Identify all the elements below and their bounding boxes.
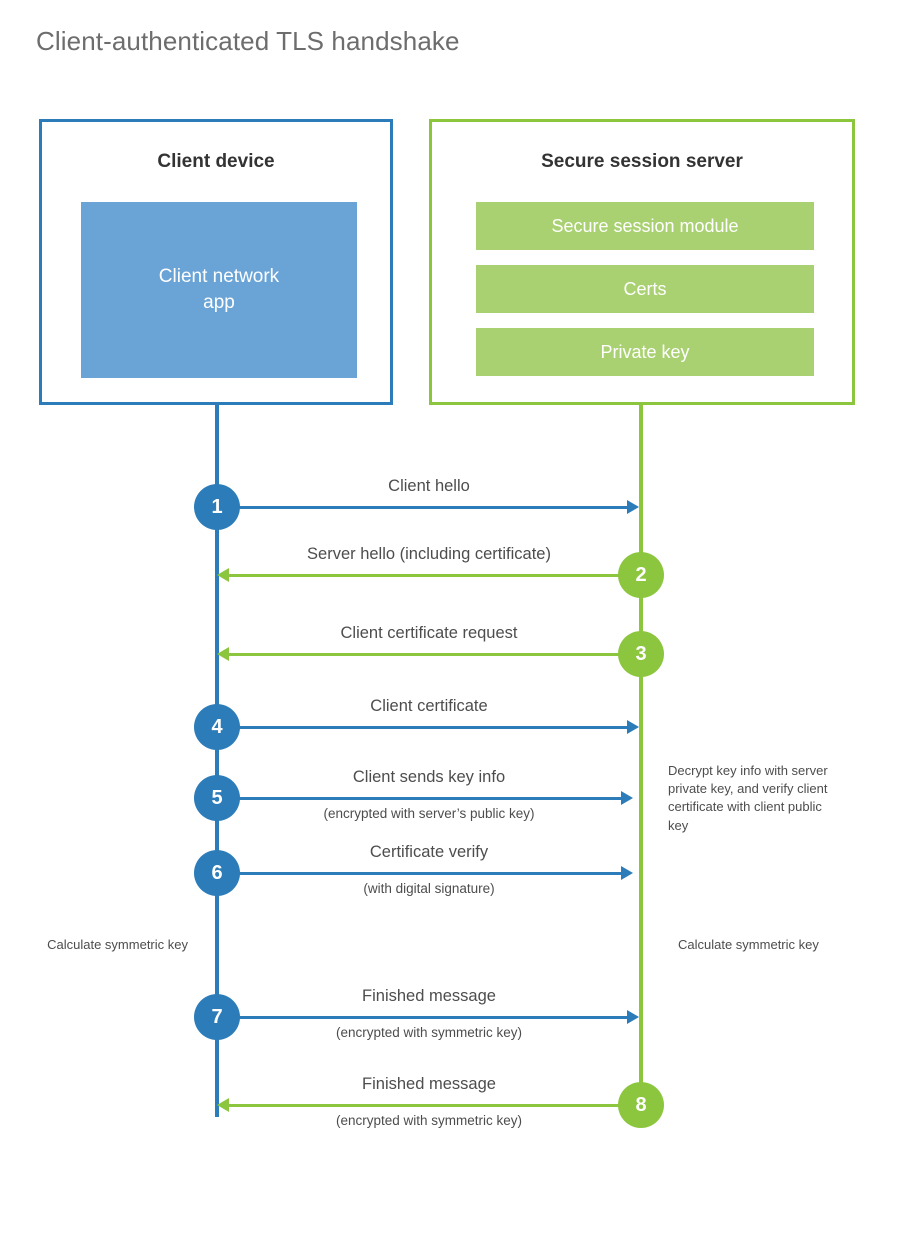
message-label-4: Client certificate bbox=[370, 697, 488, 715]
message-arrow-line-1 bbox=[217, 506, 627, 509]
note-decrypt-key-info: Decrypt key info with server private key… bbox=[668, 763, 828, 833]
step-circle-5[interactable]: 5 bbox=[194, 775, 240, 821]
arrow-head-icon-3 bbox=[217, 647, 229, 661]
client-lifeline bbox=[215, 405, 219, 1117]
client-network-app-label-line2: app bbox=[203, 292, 235, 313]
message-label-6: Certificate verify bbox=[369, 843, 489, 861]
client-network-app-label-line1: Client network bbox=[158, 266, 280, 288]
server-component-private-key: Private key bbox=[476, 328, 814, 376]
arrow-head-icon-1 bbox=[627, 500, 639, 514]
message-sublabel-7: (encrypted with symmetric key) bbox=[335, 1025, 523, 1040]
arrow-head-icon-5 bbox=[621, 791, 633, 805]
message-arrow-line-2 bbox=[229, 574, 641, 577]
client-device-box: Client device Client network app bbox=[39, 119, 393, 405]
arrow-head-icon-6 bbox=[621, 866, 633, 880]
message-arrow-line-3 bbox=[229, 653, 641, 656]
message-label-2: Server hello (including certificate) bbox=[307, 545, 551, 563]
step-circle-6[interactable]: 6 bbox=[194, 850, 240, 896]
client-device-title: Client device bbox=[157, 151, 275, 172]
message-arrow-line-7 bbox=[217, 1016, 627, 1019]
server-component-certs: Certs bbox=[476, 265, 814, 313]
message-label-8: Finished message bbox=[362, 1075, 496, 1093]
arrow-head-icon-4 bbox=[627, 720, 639, 734]
message-sublabel-5: (encrypted with server’s public key) bbox=[323, 806, 535, 821]
client-network-app-label: Client network app bbox=[159, 264, 279, 315]
step-circle-2[interactable]: 2 bbox=[618, 552, 664, 598]
message-arrow-line-4 bbox=[217, 726, 627, 729]
arrow-head-icon-2 bbox=[217, 568, 229, 582]
message-arrow-line-8 bbox=[229, 1104, 641, 1107]
arrow-head-icon-8 bbox=[217, 1098, 229, 1112]
client-network-app-block: Client network app bbox=[81, 202, 357, 378]
step-circle-4[interactable]: 4 bbox=[194, 704, 240, 750]
server-lifeline bbox=[639, 405, 643, 1105]
message-sublabel-6: (with digital signature) bbox=[363, 881, 495, 896]
message-arrow-line-6 bbox=[217, 872, 621, 875]
message-sublabel-8: (encrypted with symmetric key) bbox=[335, 1113, 523, 1128]
server-component-secure-session-module: Secure session module bbox=[476, 202, 814, 250]
server-components-list: Secure session module Certs Private key bbox=[476, 202, 814, 391]
arrow-head-icon-7 bbox=[627, 1010, 639, 1024]
message-label-3: Client certificate request bbox=[340, 624, 518, 642]
secure-session-server-title: Secure session server bbox=[541, 151, 743, 172]
step-circle-7[interactable]: 7 bbox=[194, 994, 240, 1040]
step-circle-8[interactable]: 8 bbox=[618, 1082, 664, 1128]
page-title: Client-authenticated TLS handshake bbox=[36, 26, 460, 56]
secure-session-server-box: Secure session server Secure session mod… bbox=[429, 119, 855, 405]
step-circle-3[interactable]: 3 bbox=[618, 631, 664, 677]
step-circle-1[interactable]: 1 bbox=[194, 484, 240, 530]
note-calculate-symmetric-key-client: Calculate symmetric key bbox=[47, 937, 188, 952]
note-calculate-symmetric-key-server: Calculate symmetric key bbox=[678, 937, 819, 952]
message-label-5: Client sends key info bbox=[352, 768, 506, 786]
message-label-1: Client hello bbox=[388, 477, 470, 495]
message-arrow-line-5 bbox=[217, 797, 621, 800]
message-label-7: Finished message bbox=[362, 987, 496, 1005]
